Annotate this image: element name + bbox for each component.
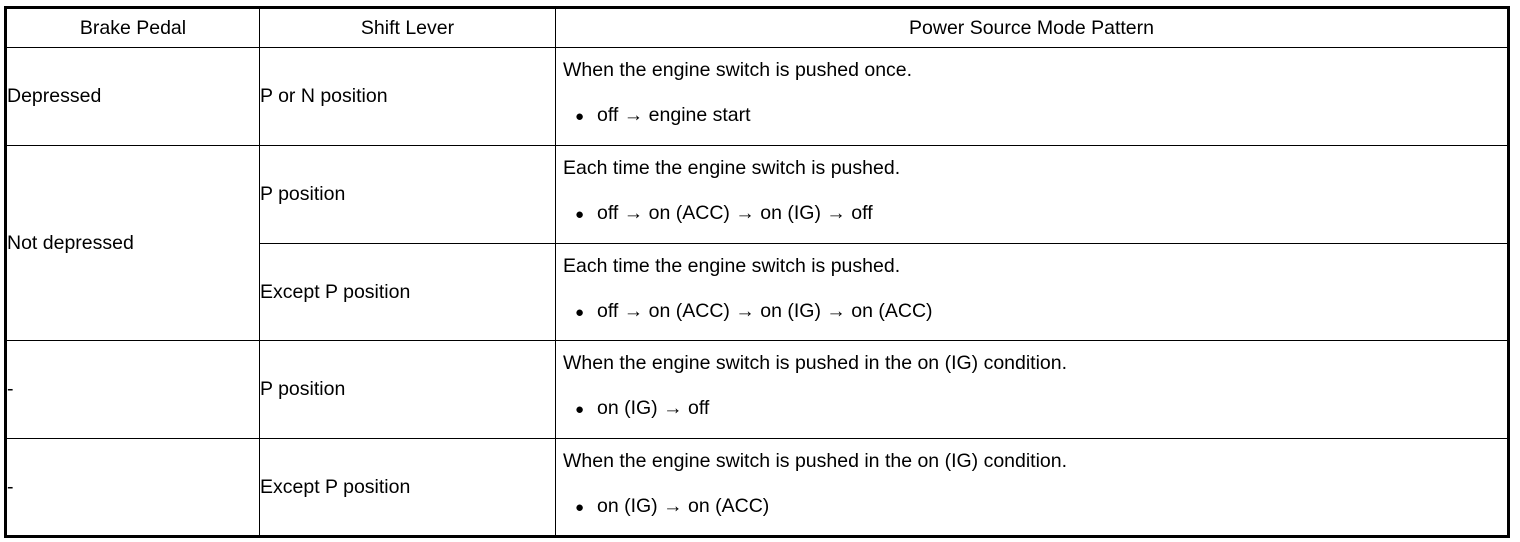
- table-row: Depressed P or N position When the engin…: [5, 47, 1509, 146]
- cell-power-source-mode-pattern: Each time the engine switch is pushed. ●…: [555, 145, 1509, 244]
- pattern-bullet-text: on (IG) → off: [597, 397, 710, 420]
- pattern-content: When the engine switch is pushed in the …: [556, 439, 1507, 535]
- table-row: Not depressed P position Each time the e…: [5, 145, 1509, 341]
- pattern-bullet-item: ● off → on (ACC) → on (IG) → on (ACC): [563, 300, 1499, 323]
- cell-brake-pedal: Not depressed: [5, 145, 260, 341]
- power-source-mode-table-container: Brake Pedal Shift Lever Power Source Mod…: [4, 6, 1510, 538]
- table-row: - P position When the engine switch is p…: [5, 340, 1509, 439]
- power-source-mode-table: Brake Pedal Shift Lever Power Source Mod…: [4, 6, 1510, 538]
- pattern-bullet-text: off → on (ACC) → on (IG) → off: [597, 202, 873, 225]
- cell-brake-pedal: -: [5, 340, 260, 439]
- pattern-bullet-text: off → on (ACC) → on (IG) → on (ACC): [597, 300, 933, 323]
- bullet-icon: ●: [575, 304, 585, 322]
- column-header-power-source-mode-pattern: Power Source Mode Pattern: [555, 7, 1509, 48]
- bullet-icon: ●: [575, 401, 585, 419]
- pattern-bullet-text: on (IG) → on (ACC): [597, 495, 770, 518]
- pattern-bullet-item: ● off → on (ACC) → on (IG) → off: [563, 202, 1499, 225]
- table-row: Except P position Each time the engine s…: [6, 243, 1509, 341]
- pattern-bullet-item: ● on (IG) → on (ACC): [563, 495, 1499, 518]
- pattern-lead-text: When the engine switch is pushed in the …: [563, 352, 1068, 374]
- cell-power-source-mode-pattern: Each time the engine switch is pushed. ●…: [555, 243, 1509, 341]
- cell-power-source-mode-pattern: When the engine switch is pushed once. ●…: [555, 47, 1509, 146]
- cell-power-source-mode-pattern: When the engine switch is pushed in the …: [555, 340, 1509, 439]
- bullet-icon: ●: [575, 499, 585, 517]
- pattern-content: Each time the engine switch is pushed. ●…: [556, 146, 1507, 243]
- table-header-row: Brake Pedal Shift Lever Power Source Mod…: [5, 7, 1509, 48]
- cell-shift-lever: Except P position: [259, 243, 556, 341]
- pattern-lead-text: Each time the engine switch is pushed.: [563, 157, 901, 179]
- cell-brake-pedal: -: [5, 438, 260, 537]
- column-header-brake-pedal: Brake Pedal: [5, 7, 260, 48]
- cell-power-source-mode-pattern: When the engine switch is pushed in the …: [555, 438, 1509, 537]
- pattern-bullet-item: ● on (IG) → off: [563, 397, 1499, 420]
- pattern-content: When the engine switch is pushed once. ●…: [556, 48, 1507, 145]
- pattern-bullet-text: off → engine start: [597, 104, 751, 127]
- cell-shift-lever: P position: [259, 145, 556, 244]
- column-header-shift-lever: Shift Lever: [259, 7, 556, 48]
- table-body: Depressed P or N position When the engin…: [5, 47, 1509, 537]
- cell-shift-lever: Except P position: [259, 438, 556, 537]
- cell-brake-pedal: Depressed: [5, 47, 260, 146]
- pattern-content: Each time the engine switch is pushed. ●…: [556, 244, 1507, 340]
- bullet-icon: ●: [575, 108, 585, 126]
- pattern-lead-text: When the engine switch is pushed once.: [563, 59, 913, 81]
- pattern-lead-text: Each time the engine switch is pushed.: [563, 255, 901, 277]
- pattern-bullet-item: ● off → engine start: [563, 104, 1499, 127]
- cell-shift-lever: P or N position: [259, 47, 556, 146]
- table-header: Brake Pedal Shift Lever Power Source Mod…: [5, 7, 1509, 48]
- pattern-content: When the engine switch is pushed in the …: [556, 341, 1507, 438]
- pattern-lead-text: When the engine switch is pushed in the …: [563, 450, 1068, 472]
- bullet-icon: ●: [575, 206, 585, 224]
- cell-shift-lever: P position: [259, 340, 556, 439]
- table-row: - Except P position When the engine swit…: [5, 438, 1509, 537]
